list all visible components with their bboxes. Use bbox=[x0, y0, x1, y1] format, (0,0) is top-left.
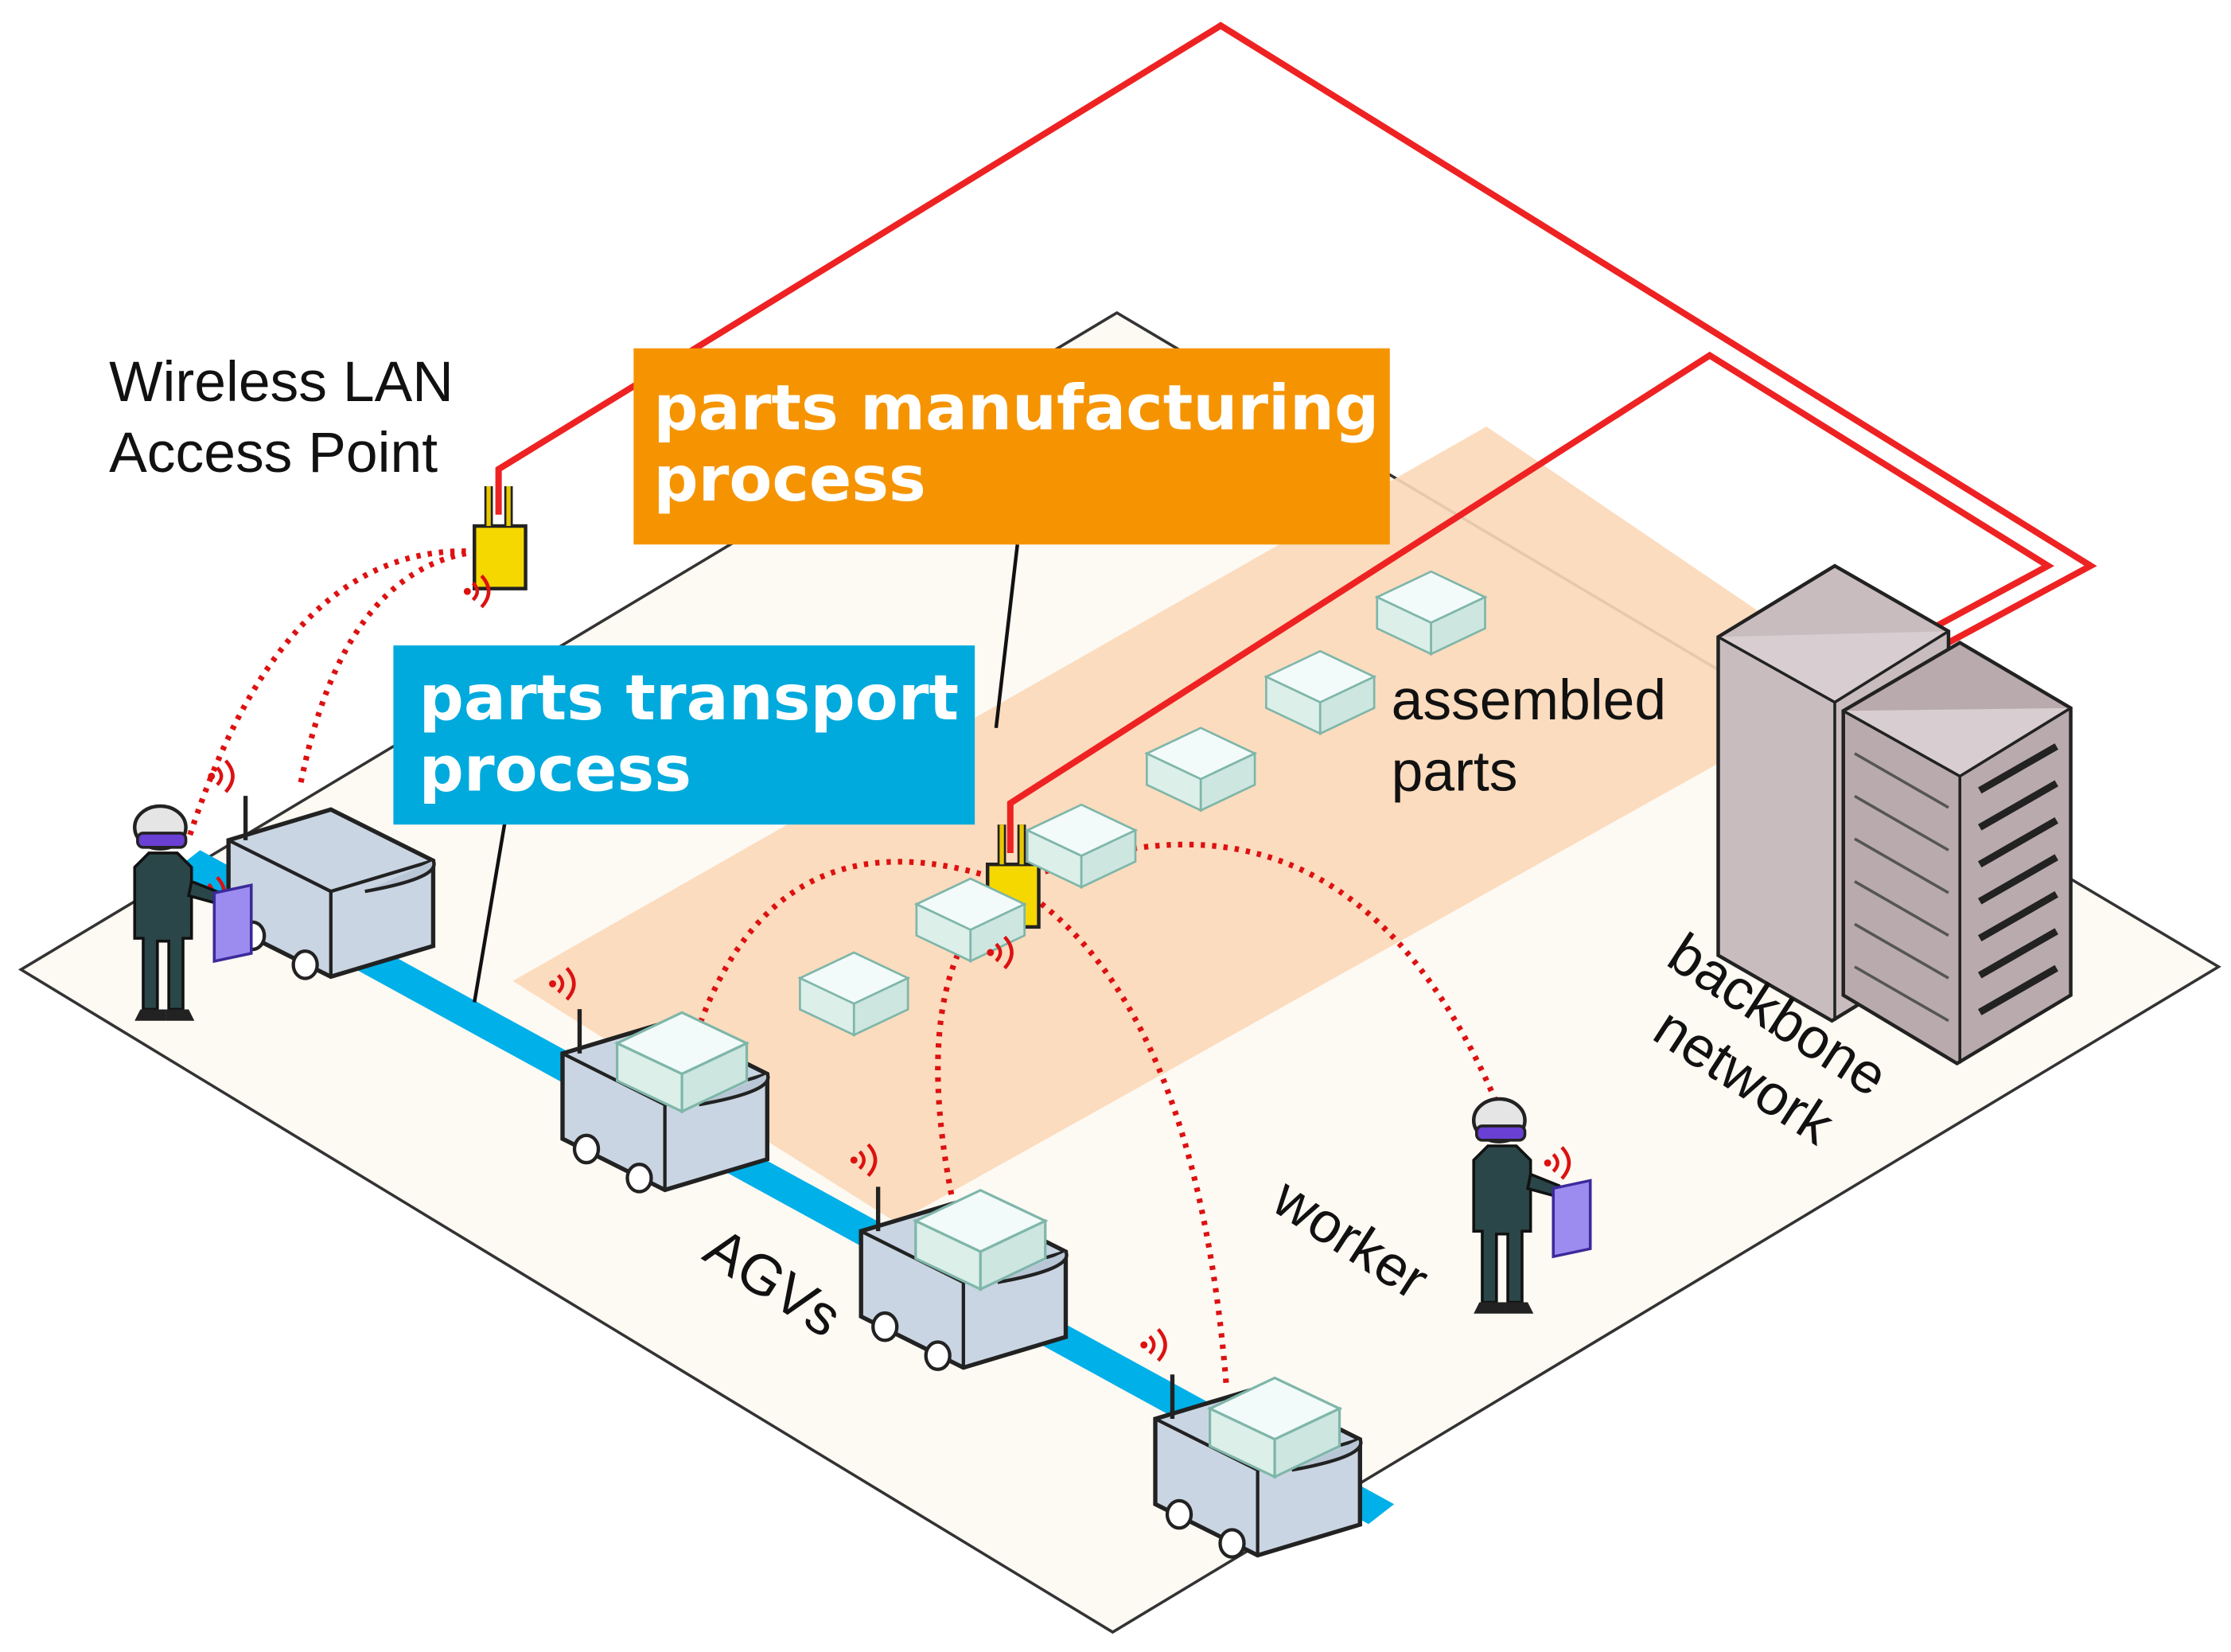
access-point-label-line1: Wireless LAN bbox=[109, 350, 454, 414]
wifi-signal-icon bbox=[208, 761, 232, 792]
manufacturing-label-line1: parts manufacturing bbox=[653, 372, 1379, 445]
transport-label-box bbox=[393, 645, 975, 825]
manufacturing-label-box bbox=[633, 348, 1390, 545]
tablet-icon bbox=[1552, 1179, 1592, 1259]
server-rack-icon bbox=[1841, 640, 2073, 1066]
transport-label-line2: process bbox=[419, 732, 691, 805]
access-point-label-line2: Access Point bbox=[109, 421, 438, 485]
manufacturing-label-line2: process bbox=[653, 442, 925, 516]
assembled-parts-label-line2: parts bbox=[1392, 739, 1518, 803]
assembled-parts-label-line1: assembled bbox=[1392, 668, 1667, 732]
backbone-cables bbox=[495, 21, 2097, 853]
transport-leader-line bbox=[473, 816, 508, 1003]
manufacturing-leader-line bbox=[994, 544, 1019, 728]
transport-label-line1: parts transport bbox=[419, 661, 959, 734]
wireless-links bbox=[185, 548, 1508, 1387]
transport-lane bbox=[174, 850, 1395, 1525]
tablet-icon bbox=[212, 883, 253, 964]
